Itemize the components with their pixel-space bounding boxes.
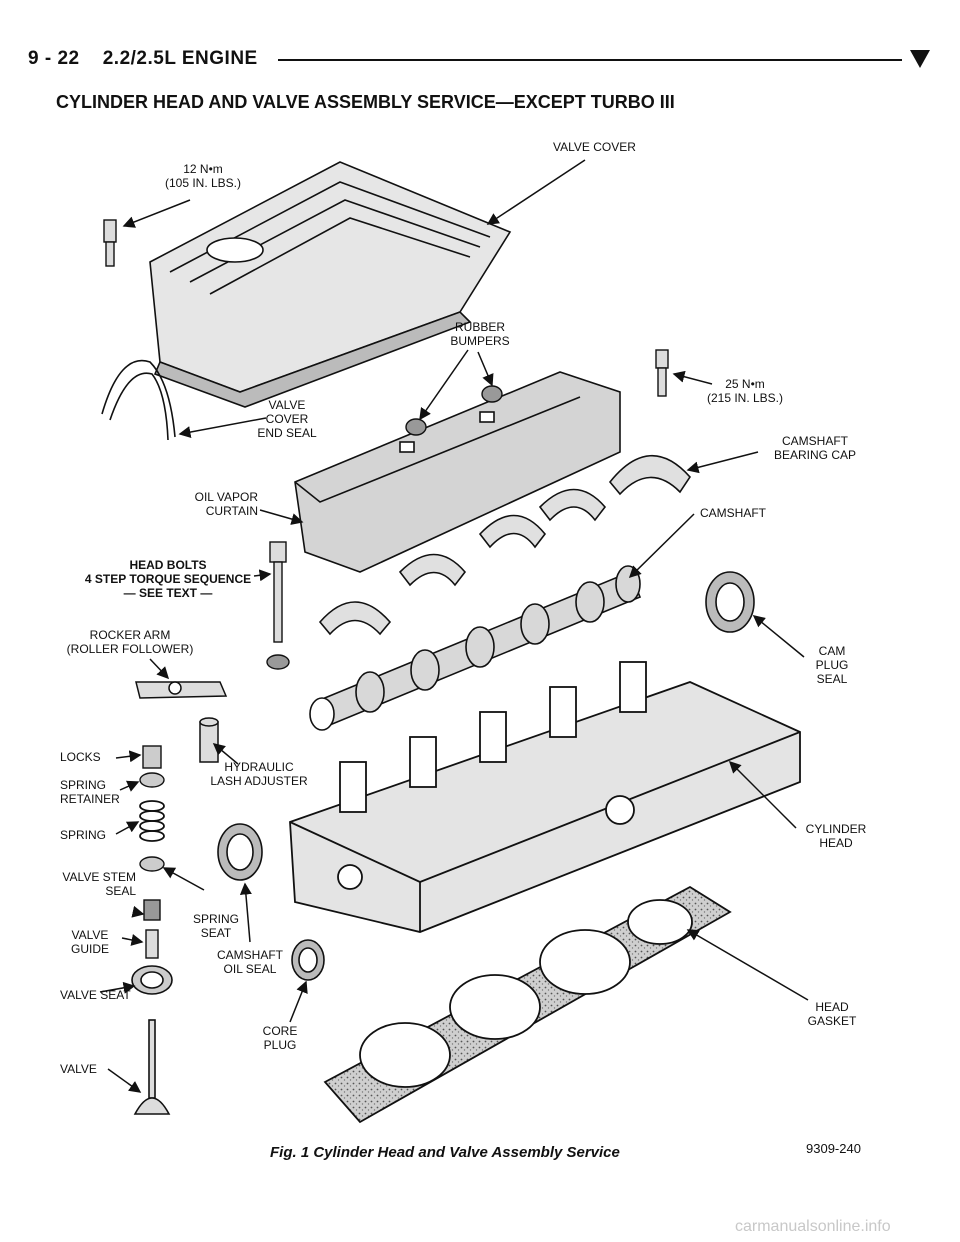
watermark: carmanualsonline.info [735, 1218, 891, 1235]
label-rubber-bumpers: RUBBER BUMPERS [450, 320, 510, 348]
label-valve-cover-end-seal: VALVE COVER END SEAL [257, 398, 317, 440]
label-hydraulic-lash-adjuster: HYDRAULIC LASH ADJUSTER [210, 760, 308, 788]
hydraulic-lash-adjuster [199, 717, 219, 763]
label-camshaft-oil-seal: CAMSHAFT OIL SEAL [217, 948, 283, 976]
head-bolt [266, 541, 290, 670]
page-header: 9 - 22 2.2/2.5L ENGINE [28, 44, 932, 74]
label-head-bolts: HEAD BOLTS 4 STEP TORQUE SEQUENCE — SEE … [84, 558, 252, 600]
valve-seat [131, 965, 173, 995]
valve-spring [139, 800, 165, 842]
label-spring: SPRING [60, 828, 107, 842]
rocker-arm [135, 681, 228, 699]
valve [133, 1019, 171, 1115]
header-rule [278, 59, 902, 61]
label-valve-guide: VALVE GUIDE [70, 928, 109, 956]
page-header-title: 9 - 22 2.2/2.5L ENGINE [28, 48, 258, 70]
spring-seat [143, 899, 161, 921]
section-name: 2.2/2.5L ENGINE [102, 48, 258, 69]
rubber-bumper [405, 385, 503, 436]
camshaft [309, 565, 642, 731]
oil-vapor-curtain [294, 371, 621, 573]
page-ref: 9 - 22 [28, 48, 80, 69]
cam-plug-seal [705, 571, 755, 633]
cylinder-head [289, 661, 801, 933]
label-locks: LOCKS [60, 750, 101, 764]
valve-stem-seal [139, 856, 165, 872]
label-torque-25: 25 N•m (215 IN. LBS.) [706, 377, 784, 405]
valve-guide [145, 929, 159, 959]
label-core-plug: CORE PLUG [262, 1024, 298, 1052]
camshaft-oil-seal [217, 823, 263, 881]
label-torque-12: 12 N•m (105 IN. LBS.) [164, 162, 242, 190]
header-triangle-icon [910, 50, 930, 68]
label-spring-retainer: SPRING RETAINER [60, 778, 120, 806]
bearing-cap-bolt [655, 349, 669, 397]
label-cam-plug-seal: CAM PLUG SEAL [815, 644, 849, 686]
valve-cover-bolt [103, 219, 117, 267]
label-spring-seat: SPRING SEAT [192, 912, 239, 940]
valve-cover [149, 161, 512, 408]
label-cylinder-head: CYLINDER HEAD [805, 822, 867, 850]
label-camshaft-bearing-cap: CAMSHAFT BEARING CAP [773, 434, 857, 462]
valve-locks [142, 745, 162, 769]
section-title: CYLINDER HEAD AND VALVE ASSEMBLY SERVICE… [56, 92, 675, 112]
spring-retainer [139, 772, 165, 788]
label-camshaft: CAMSHAFT [700, 506, 766, 520]
label-valve-cover: VALVE COVER [553, 140, 636, 154]
figure-caption: Fig. 1 Cylinder Head and Valve Assembly … [270, 1144, 620, 1161]
head-gasket [323, 885, 732, 1124]
label-head-gasket: HEAD GASKET [807, 1000, 857, 1028]
label-valve-stem-seal: VALVE STEM SEAL [62, 870, 136, 898]
exploded-view-drawing [99, 159, 809, 1124]
label-oil-vapor-curtain: OIL VAPOR CURTAIN [194, 490, 258, 518]
camshaft-bearing-cap [318, 454, 692, 636]
valve-cover-end-seal [101, 359, 176, 441]
label-rocker-arm: ROCKER ARM (ROLLER FOLLOWER) [66, 628, 194, 656]
label-valve-seat: VALVE SEAT [60, 988, 131, 1002]
label-valve: VALVE [60, 1062, 97, 1076]
callout-leaders [99, 159, 809, 1093]
figure-number: 9309-240 [806, 1141, 861, 1156]
core-plug [291, 939, 325, 981]
exploded-view-figure: VALVE COVER 12 N•m (105 IN. LBS.) RUBBER… [40, 122, 920, 1162]
